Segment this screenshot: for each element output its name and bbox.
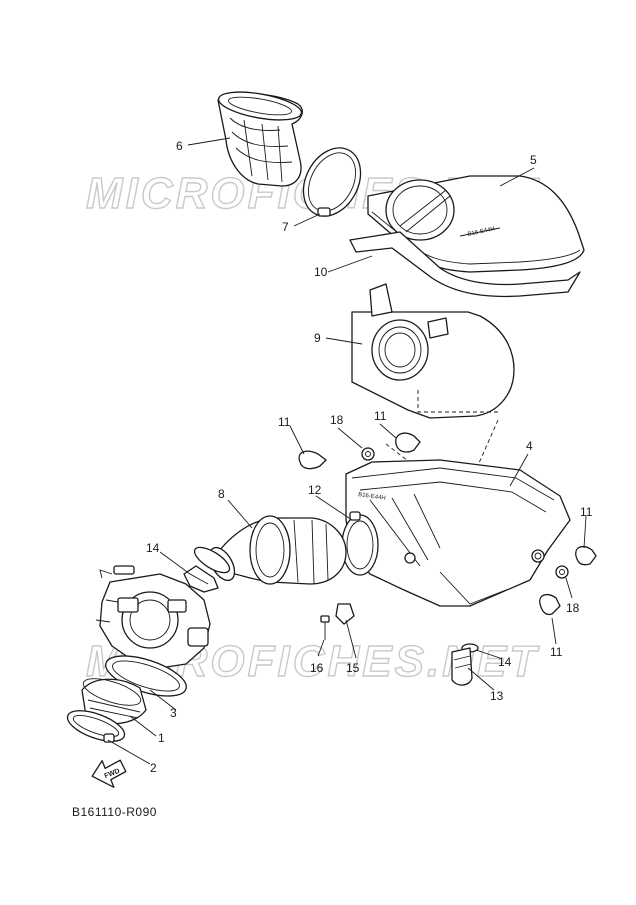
diagram-code: B161110-R090 bbox=[72, 805, 157, 819]
callout-11-c: 11 bbox=[580, 505, 593, 519]
part-9-air-filter bbox=[351, 283, 515, 419]
callout-2: 2 bbox=[150, 761, 157, 775]
callout-13: 13 bbox=[490, 689, 504, 703]
callout-7: 7 bbox=[282, 220, 289, 234]
callout-18-a: 18 bbox=[330, 413, 344, 427]
part-16-bolt bbox=[320, 615, 330, 640]
part-13-drain-hose bbox=[451, 647, 473, 686]
part-6-intake-duct bbox=[217, 91, 303, 187]
callout-17: 14 bbox=[146, 541, 160, 555]
part-11-holder-a bbox=[298, 450, 327, 470]
callout-6: 6 bbox=[176, 139, 183, 153]
part-8-intake-joint bbox=[193, 515, 347, 585]
part-4-filter-case: B16-E44H bbox=[345, 459, 571, 607]
callout-16: 16 bbox=[310, 661, 324, 675]
part-18-grommet-b bbox=[555, 565, 569, 579]
callout-18-b: 18 bbox=[566, 601, 580, 615]
callout-9: 9 bbox=[314, 331, 321, 345]
callout-1: 1 bbox=[158, 731, 165, 745]
part-18-grommet-a bbox=[361, 447, 375, 461]
assembly-line-b bbox=[467, 419, 499, 489]
throttle-body bbox=[95, 565, 211, 669]
part-11-holder-b bbox=[395, 432, 421, 453]
part-10-gasket bbox=[349, 231, 581, 298]
part-15-bracket bbox=[335, 603, 355, 625]
callout-11-d: 11 bbox=[550, 645, 563, 659]
part-17-clip bbox=[183, 565, 219, 593]
callout-12: 12 bbox=[308, 483, 322, 497]
part-11-holder-d bbox=[539, 593, 561, 616]
callout-8: 8 bbox=[218, 487, 225, 501]
case-decal-text: B16-E44H bbox=[358, 492, 386, 502]
callout-11-b: 11 bbox=[374, 409, 387, 423]
fwd-arrow: FWD bbox=[91, 759, 127, 788]
callout-10: 10 bbox=[314, 265, 328, 279]
part-2-band bbox=[66, 710, 126, 743]
callout-5: 5 bbox=[530, 153, 537, 167]
callout-4: 4 bbox=[526, 439, 533, 453]
leader-lines bbox=[107, 137, 587, 765]
callout-14: 14 bbox=[498, 655, 512, 669]
part-7-clamp-ring bbox=[302, 147, 362, 217]
part-5-airbox-cover: B16-E44H bbox=[367, 175, 585, 273]
assembly-line-a bbox=[417, 390, 500, 413]
callout-3: 3 bbox=[170, 706, 177, 720]
callout-15: 15 bbox=[346, 661, 360, 675]
part-11-holder-c bbox=[575, 545, 597, 566]
part-1-joint bbox=[81, 678, 147, 725]
callout-11-a: 11 bbox=[278, 415, 291, 429]
